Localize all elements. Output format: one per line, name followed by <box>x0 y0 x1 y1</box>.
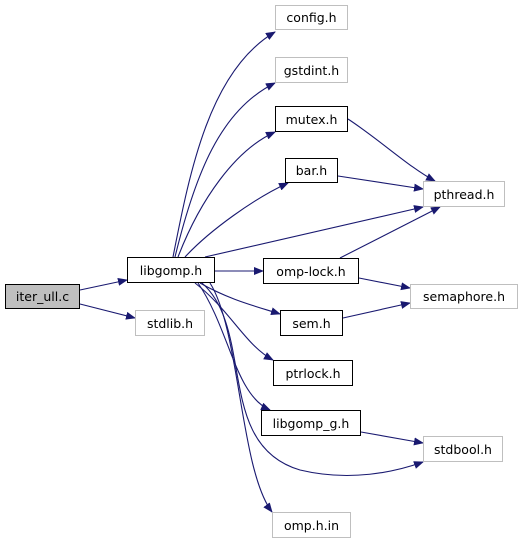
edge-omp-lock-h-to-pthread-h <box>339 206 441 259</box>
edge-libgomp-h-to-libgomp-g-h <box>197 282 271 411</box>
edge-libgomp-h-to-gstdint-h <box>174 82 276 258</box>
edge-libgomp-h-to-omp-h-in <box>209 282 273 513</box>
edge-libgomp-h-to-mutex-h <box>177 131 276 258</box>
node-libgomp-h[interactable]: libgomp.h <box>127 257 215 283</box>
edge-libgomp-h-to-stdbool-h <box>201 282 424 477</box>
node-omp-lock-h[interactable]: omp-lock.h <box>263 258 359 284</box>
edge-bar-h-to-pthread-h <box>337 175 424 192</box>
node-bar-h[interactable]: bar.h <box>285 158 338 183</box>
edge-libgomp-g-h-to-stdbool-h <box>360 431 424 446</box>
node-omp-h-in[interactable]: omp.h.in <box>272 512 351 538</box>
edge-libgomp-h-to-bar-h <box>184 182 289 258</box>
node-gstdint-h[interactable]: gstdint.h <box>275 57 348 83</box>
node-pthread-h[interactable]: pthread.h <box>423 181 505 207</box>
node-mutex-h[interactable]: mutex.h <box>275 106 348 132</box>
edge-libgomp-h-to-pthread-h <box>204 205 424 258</box>
node-sem-h[interactable]: sem.h <box>280 310 343 336</box>
edge-libgomp-h-to-ptrlock-h <box>194 282 274 361</box>
edge-sem-h-to-semaphore-h <box>342 301 411 319</box>
node-stdlib-h[interactable]: stdlib.h <box>135 310 205 336</box>
node-ptrlock-h[interactable]: ptrlock.h <box>273 360 353 386</box>
node-stdbool-h[interactable]: stdbool.h <box>423 436 503 462</box>
edge-libgomp-h-to-config-h <box>172 31 276 258</box>
edge-omp-lock-h-to-semaphore-h <box>358 277 411 291</box>
edge-iter-ull-c-to-stdlib-h <box>79 303 136 320</box>
edge-mutex-h-to-pthread-h <box>347 118 436 182</box>
node-iter-ull-c[interactable]: iter_ull.c <box>5 284 80 309</box>
node-config-h[interactable]: config.h <box>275 5 348 30</box>
edge-iter-ull-c-to-libgomp-h <box>79 277 128 291</box>
node-semaphore-h[interactable]: semaphore.h <box>410 284 518 309</box>
edge-libgomp-h-to-sem-h <box>199 282 281 316</box>
node-libgomp-g-h[interactable]: libgomp_g.h <box>261 410 361 436</box>
